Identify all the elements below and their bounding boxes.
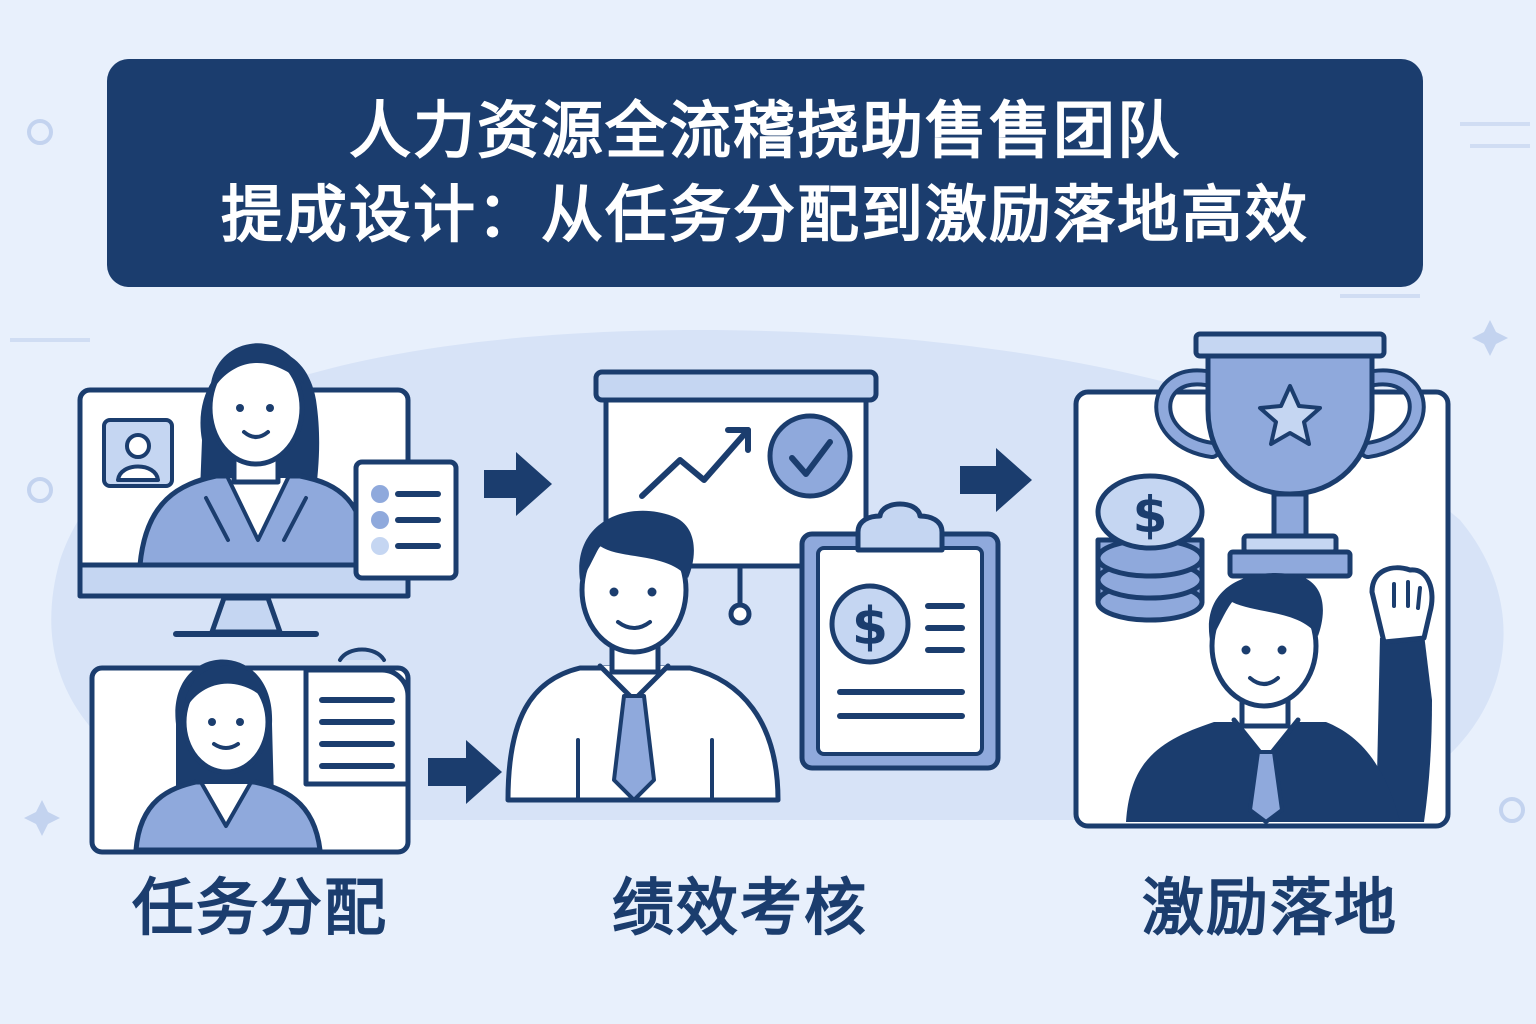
trophy-icon xyxy=(1154,331,1426,579)
stage-label-task-assignment: 任务分配 xyxy=(131,871,388,944)
task-assignment-icon xyxy=(77,343,459,855)
title-line-2: 提成设计：从任务分配到激励落地高效 xyxy=(220,178,1309,251)
coin-stack-icon: $ xyxy=(1095,473,1205,623)
svg-text:$: $ xyxy=(1133,486,1168,544)
arrow-right-icon xyxy=(484,452,552,516)
checklist-document-icon xyxy=(353,459,459,581)
incentive-reward-icon: $ xyxy=(1073,331,1451,829)
woman-avatar-icon xyxy=(137,343,373,568)
stage-label-incentive: 激励落地 xyxy=(1141,871,1398,944)
arrow-right-icon xyxy=(428,740,502,804)
clipboard-dollar-icon: $ xyxy=(799,501,1001,771)
svg-text:$: $ xyxy=(852,597,888,657)
title-banner: 人力资源全流稽挠助售售团队 提成设计：从任务分配到激励落地高效 xyxy=(107,59,1423,287)
performance-review-icon: $ xyxy=(505,369,1001,803)
title-line-1: 人力资源全流稽挠助售售团队 xyxy=(348,94,1181,167)
video-call-panel-icon xyxy=(89,647,411,855)
stage-label-performance-review: 绩效考核 xyxy=(611,871,868,944)
man-avatar-icon xyxy=(505,510,781,803)
arrow-right-icon xyxy=(960,448,1032,512)
celebrating-man-icon xyxy=(1126,565,1435,824)
